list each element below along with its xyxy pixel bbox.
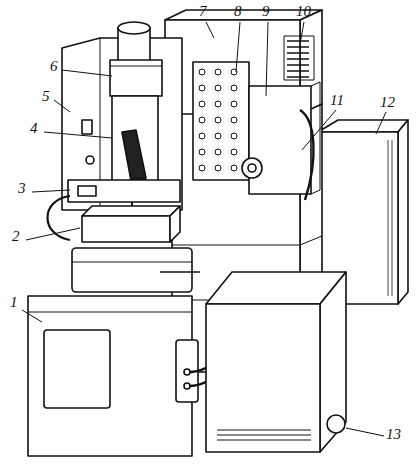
callout-number: 2 <box>12 228 20 245</box>
callout-number: 12 <box>380 94 395 111</box>
column-housing-5 <box>62 38 182 210</box>
callout-number: 1 <box>10 294 18 311</box>
base-1 <box>28 296 198 456</box>
callout-number: 11 <box>330 92 344 109</box>
work-table-2 <box>72 206 200 292</box>
callout-number: 8 <box>234 3 242 20</box>
callout-number: 3 <box>18 180 26 197</box>
callout-number: 7 <box>199 3 207 20</box>
callout-number: 13 <box>386 426 401 443</box>
callout-number: 5 <box>42 88 50 105</box>
cabinet-13 <box>206 272 346 452</box>
drum-6 <box>110 22 162 96</box>
control-panel-8 <box>193 62 249 180</box>
callout-number: 6 <box>50 58 58 75</box>
leader-lines <box>22 22 386 436</box>
callout-number: 4 <box>30 120 38 137</box>
callout-number: 10 <box>296 3 311 20</box>
callout-number: 9 <box>262 3 270 20</box>
column-4 <box>82 96 158 192</box>
panel-9 <box>242 82 320 200</box>
